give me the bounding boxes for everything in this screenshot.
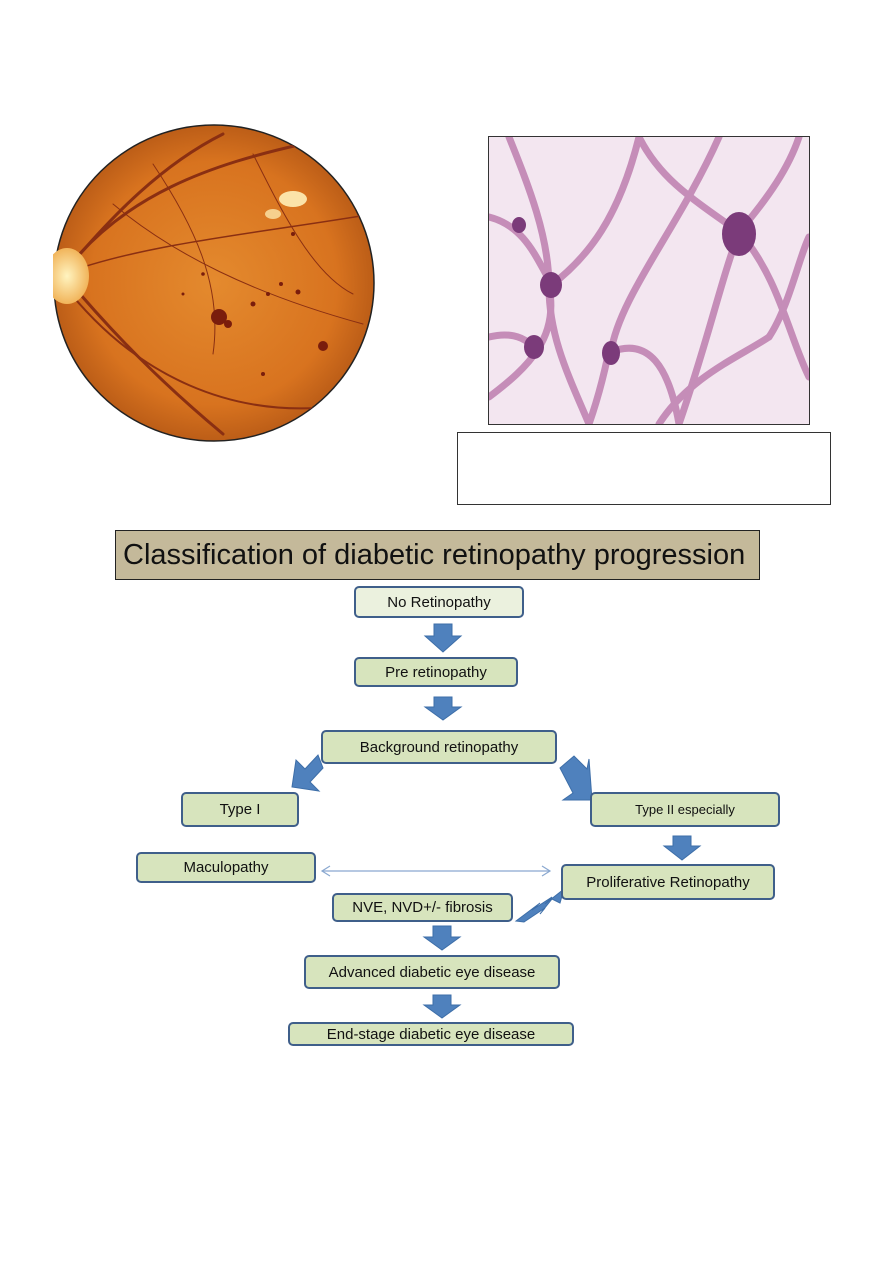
arrow-down-5 xyxy=(424,995,460,1018)
arrow-to-type2 xyxy=(560,756,592,800)
node-nve-nvd: NVE, NVD+/- fibrosis xyxy=(332,893,513,922)
node-pre-retinopathy: Pre retinopathy xyxy=(354,657,518,687)
arrow-down-2 xyxy=(425,697,461,720)
arrow-down-4 xyxy=(424,926,460,950)
node-background-retinopathy: Background retinopathy xyxy=(321,730,557,764)
node-no-retinopathy: No Retinopathy xyxy=(354,586,524,618)
node-type-2: Type II especially xyxy=(590,792,780,827)
node-advanced: Advanced diabetic eye disease xyxy=(304,955,560,989)
node-proliferative: Proliferative Retinopathy xyxy=(561,864,775,900)
double-arrow-maculopathy-proliferative xyxy=(322,866,550,876)
node-end-stage: End-stage diabetic eye disease xyxy=(288,1022,574,1046)
arrow-to-type1 xyxy=(292,755,323,791)
node-type-1: Type I xyxy=(181,792,299,827)
arrow-down-1 xyxy=(425,624,461,652)
arrow-down-3 xyxy=(664,836,700,860)
lightning-arrow xyxy=(516,889,564,922)
node-maculopathy: Maculopathy xyxy=(136,852,316,883)
